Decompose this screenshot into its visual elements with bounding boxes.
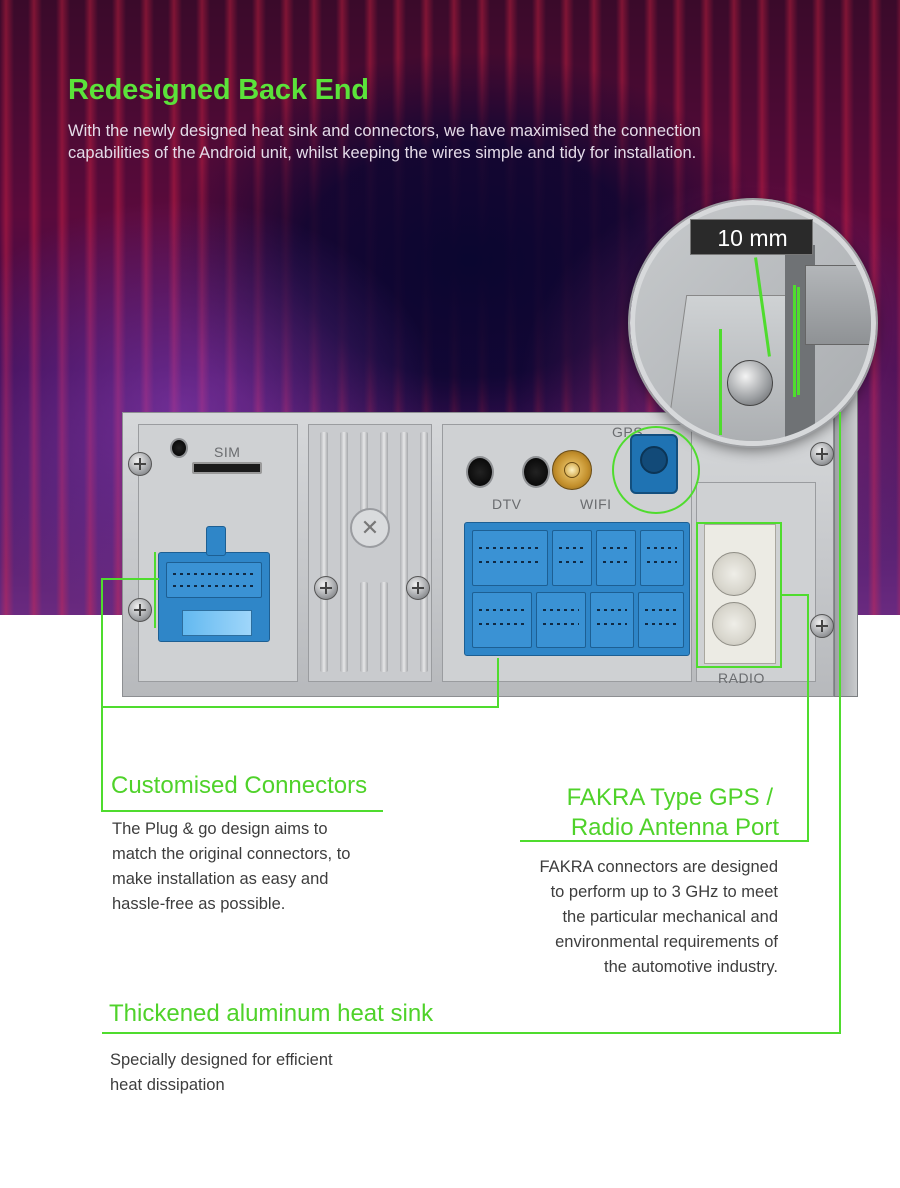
harness-block-1 — [472, 530, 548, 586]
sim-label: SIM — [214, 444, 241, 460]
fakra-body-line: the particular mechanical and — [562, 908, 778, 926]
dtv-label: DTV — [492, 496, 522, 512]
radio-socket-top — [712, 552, 756, 596]
dtv-port-2 — [522, 456, 550, 488]
screw-top-right — [810, 442, 834, 466]
fakra-body: FAKRA connectors are designed to perform… — [540, 855, 778, 980]
harness-block-6 — [536, 592, 586, 648]
harness-block-4 — [640, 530, 684, 586]
screw-heatsink-right — [406, 576, 430, 600]
connectors-body: The Plug & go design aims to match the o… — [112, 817, 350, 917]
heat-sink-fin — [320, 432, 328, 672]
measurement-text: 10 mm — [717, 225, 788, 251]
screw-bottom-right — [810, 614, 834, 638]
connectors-callout-line-mid — [101, 706, 499, 708]
radio-connector-highlight — [696, 522, 782, 668]
fakra-callout-line-v — [807, 594, 809, 842]
fakra-callout-underline — [520, 840, 809, 842]
connectors-callout-line-top — [101, 578, 159, 580]
fakra-body-line: environmental requirements of — [555, 933, 778, 951]
power-connector-latch — [206, 526, 226, 556]
fakra-body-line: FAKRA connectors are designed — [539, 858, 778, 876]
heatsink-callout-line-v — [839, 412, 841, 1034]
heatsink-callout-underline — [102, 1032, 841, 1034]
heatsink-body: Specially designed for efficient heat di… — [110, 1048, 333, 1098]
heat-sink-fin — [400, 432, 408, 672]
radio-socket-bottom — [712, 602, 756, 646]
measurement-badge: 10 mm — [690, 219, 813, 255]
harness-block-3 — [596, 530, 636, 586]
power-connector-pins — [166, 562, 262, 598]
connectors-callout-line-mid-v — [497, 658, 499, 708]
heat-sink-fin — [380, 432, 388, 522]
heatsink-body-line: Specially designed for efficient — [110, 1051, 333, 1069]
connectors-title: Customised Connectors — [111, 772, 368, 799]
connectors-body-line: The Plug & go design aims to — [112, 820, 328, 838]
heat-sink — [308, 424, 432, 682]
gps-connector-highlight — [612, 426, 700, 514]
connectors-body-line: match the original connectors, to — [112, 845, 351, 863]
intro-line-2: capabilities of the Android unit, whilst… — [68, 144, 697, 162]
heat-sink-x-logo: ✕ — [350, 508, 390, 548]
page-title: Redesigned Back End — [68, 74, 369, 106]
fakra-title-line: FAKRA Type GPS / — [566, 784, 773, 811]
zoom-measure-line-left — [719, 329, 722, 435]
heat-sink-fin — [360, 432, 368, 522]
heatsink-body-line: heat dissipation — [110, 1076, 225, 1094]
harness-block-5 — [472, 592, 532, 648]
heatsink-title: Thickened aluminum heat sink — [109, 1000, 434, 1027]
harness-block-7 — [590, 592, 634, 648]
fakra-body-line: to perform up to 3 GHz to meet — [550, 883, 778, 901]
intro-line-1: With the newly designed heat sink and co… — [68, 122, 701, 140]
side-plate — [834, 392, 858, 697]
wifi-label: WIFI — [580, 496, 612, 512]
screw-bottom-left — [128, 598, 152, 622]
fakra-body-line: the automotive industry. — [604, 958, 778, 976]
fuse — [182, 610, 252, 636]
screw-top-left — [128, 452, 152, 476]
connectors-body-line: hassle-free as possible. — [112, 895, 286, 913]
heat-sink-fin — [420, 432, 428, 672]
fakra-title: FAKRA Type GPS / Radio Antenna Port — [567, 783, 779, 843]
zoom-screw — [727, 360, 773, 406]
screw-heatsink-left — [314, 576, 338, 600]
head-unit-back-panel: SIM ✕ DTV WIFI GPS RADIO — [122, 392, 858, 702]
wifi-antenna-center — [564, 462, 580, 478]
dtv-port — [466, 456, 494, 488]
heat-sink-fin — [360, 582, 368, 672]
zoom-measure-line-right — [793, 285, 796, 397]
fakra-callout-line-h — [782, 594, 809, 596]
intro-text: With the newly designed heat sink and co… — [68, 120, 788, 164]
mount-hole-left — [170, 438, 188, 458]
zoom-rail — [805, 265, 871, 345]
zoom-detail-circle — [630, 200, 876, 446]
fakra-title-line: Radio Antenna Port — [570, 814, 779, 841]
connectors-body-line: make installation as easy and — [112, 870, 329, 888]
connectors-callout-line-v — [101, 578, 103, 812]
harness-block-2 — [552, 530, 592, 586]
harness-block-8 — [638, 592, 684, 648]
zoom-measure-line-edge — [797, 287, 800, 395]
heat-sink-fin — [380, 582, 388, 672]
sim-slot — [192, 462, 262, 474]
radio-label: RADIO — [718, 670, 765, 686]
heat-sink-fin — [340, 432, 348, 672]
connectors-callout-underline — [101, 810, 383, 812]
power-connector-highlight — [154, 552, 160, 628]
